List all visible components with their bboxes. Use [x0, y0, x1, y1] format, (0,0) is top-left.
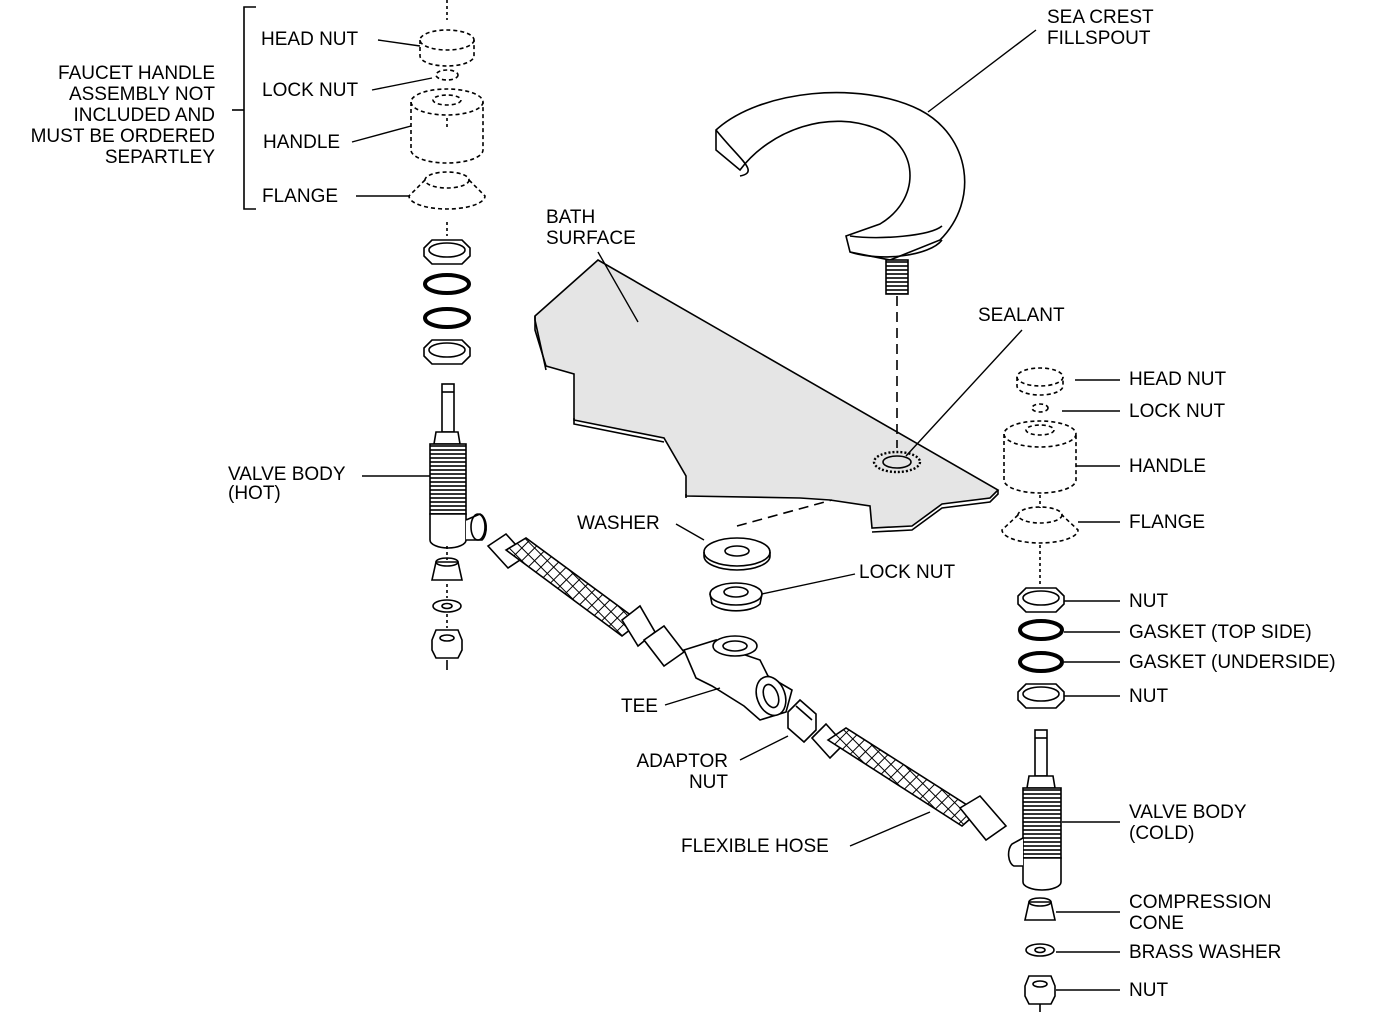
label-faucet-note: FAUCET HANDLE ASSEMBLY NOT INCLUDED AND … — [30, 63, 215, 168]
handle-right-part — [1003, 420, 1077, 448]
label-valve-body-cold: VALVE BODY (COLD) — [1129, 802, 1247, 844]
label-nut-2: NUT — [1129, 686, 1169, 707]
washer-lock-nut-center — [703, 537, 771, 612]
label-compression-cone: COMPRESSION CONE — [1129, 892, 1272, 934]
label-flange-right: FLANGE — [1129, 512, 1206, 533]
label-washer: WASHER — [577, 513, 660, 534]
handle-assembly-left — [408, 29, 486, 210]
label-nut-1: NUT — [1129, 591, 1169, 612]
label-sea-crest: SEA CREST FILLSPOUT — [1047, 7, 1154, 49]
flange-right-part — [1017, 506, 1063, 524]
valve-body-cold-part — [1007, 729, 1062, 1005]
label-head-nut-left: HEAD NUT — [261, 29, 359, 50]
label-valve-body-hot: VALVE BODY (HOT) — [228, 464, 346, 504]
label-handle-left: HANDLE — [263, 132, 341, 153]
label-lock-nut-right: LOCK NUT — [1129, 401, 1226, 422]
tee-part — [682, 635, 793, 721]
head-nut-left-part — [419, 29, 475, 51]
valve-body-hot-part — [429, 383, 488, 659]
head-nut-right-part — [1016, 367, 1064, 387]
label-flexible-hose: FLEXIBLE HOSE — [681, 836, 829, 857]
washer-center-part — [703, 537, 771, 567]
bracket-left — [232, 6, 256, 210]
leader-lines — [351, 29, 1120, 991]
label-sealant: SEALANT — [978, 305, 1065, 326]
sealant-ring — [872, 450, 922, 474]
flange-left-part — [424, 171, 470, 189]
label-nut-3: NUT — [1129, 980, 1169, 1001]
label-brass-washer: BRASS WASHER — [1129, 942, 1282, 963]
hose-left — [486, 532, 686, 668]
label-adaptor-nut: ADAPTOR NUT — [636, 751, 728, 793]
handle-assembly-right — [1001, 367, 1079, 544]
label-tee: TEE — [621, 696, 658, 717]
adaptor-nut-part — [787, 698, 817, 744]
label-gasket-top: GASKET (TOP SIDE) — [1129, 622, 1312, 643]
label-bath-surface: BATH SURFACE — [546, 207, 636, 249]
label-handle-right: HANDLE — [1129, 456, 1207, 477]
label-head-nut-right: HEAD NUT — [1129, 369, 1227, 390]
handle-left-part — [410, 88, 484, 116]
fillspout-part — [715, 91, 966, 295]
label-gasket-under: GASKET (UNDERSIDE) — [1129, 652, 1336, 673]
hose-right — [810, 722, 1008, 842]
label-lock-nut-center: LOCK NUT — [859, 562, 956, 583]
nut-stack-right — [1017, 587, 1065, 709]
label-flange-left: FLANGE — [262, 186, 339, 207]
nut-stack-left — [423, 239, 471, 365]
bath-surface-part — [534, 259, 1000, 533]
label-lock-nut-left: LOCK NUT — [262, 80, 359, 101]
